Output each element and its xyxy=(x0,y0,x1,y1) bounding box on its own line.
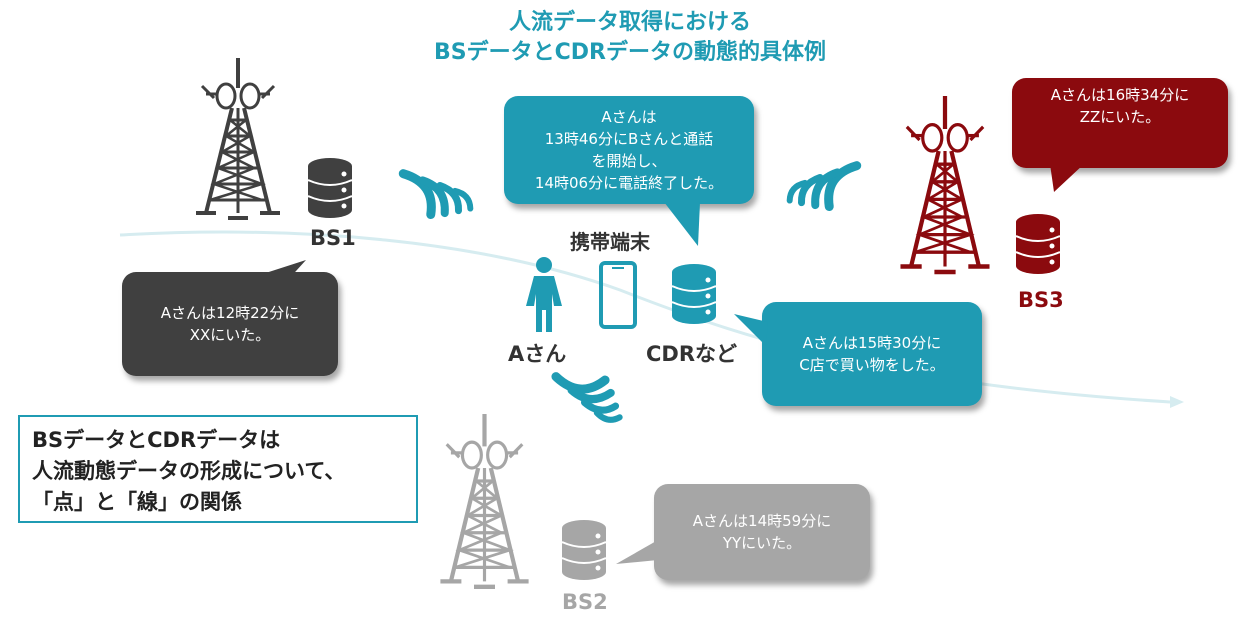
label-terminal: 携帯端末 xyxy=(570,230,650,254)
summary-line-2: 人流動態データの形成について、 xyxy=(32,459,346,483)
bubble-bs2-tail xyxy=(616,540,658,564)
database-icon-bs1 xyxy=(307,157,353,219)
bubble-call: Aさんは 13時46分にBさんと通話 を開始し、 14時06分に電話終了した。 xyxy=(504,96,754,204)
bubble-cdr: Aさんは15時30分に C店で買い物をした。 xyxy=(762,302,982,406)
label-bs2: BS2 xyxy=(562,590,608,614)
signal-wave-icon-right xyxy=(742,160,852,240)
summary-line-3: 「点」と「線」の関係 xyxy=(32,490,242,514)
signal-wave-icon-left xyxy=(408,168,508,238)
smartphone-icon xyxy=(599,261,637,329)
bubble-bs2: Aさんは14時59分に YYにいた。 xyxy=(654,484,870,580)
bubble-bs1-tail xyxy=(250,260,306,282)
tower-icon-bs3 xyxy=(892,96,992,261)
signal-wave-icon-bottom xyxy=(550,368,620,478)
tower-icon-bs1 xyxy=(194,56,282,220)
database-icon-cdr xyxy=(671,263,717,325)
database-icon-bs3 xyxy=(1015,213,1061,275)
bubble-call-line-1: Aさんは xyxy=(601,108,657,126)
database-icon-bs2 xyxy=(561,519,607,581)
bubble-cdr-tail xyxy=(734,314,768,346)
label-bs1: BS1 xyxy=(310,226,356,250)
diagram-title: 人流データ取得における BSデータとCDRデータの動態的具体例 xyxy=(370,8,890,68)
label-cdr: CDRなど xyxy=(646,342,738,366)
bubble-call-line-3: を開始し、 xyxy=(591,152,667,170)
person-icon xyxy=(526,257,562,332)
bubble-bs1-line-1: Aさんは12時22分に xyxy=(160,304,300,322)
bubble-cdr-line-2: C店で買い物をした。 xyxy=(799,356,945,374)
bubble-call-line-2: 13時46分にBさんと通話 xyxy=(544,130,714,148)
summary-line-1: BSデータとCDRデータは xyxy=(32,428,281,452)
bubble-bs3-line-2: ZZにいた。 xyxy=(1079,108,1161,126)
label-bs3: BS3 xyxy=(1018,288,1064,312)
bubble-bs2-line-1: Aさんは14時59分に xyxy=(692,512,832,530)
title-line-1: 人流データ取得における xyxy=(508,10,751,35)
bubble-cdr-line-1: Aさんは15時30分に xyxy=(802,334,942,352)
summary-box: BSデータとCDRデータは 人流動態データの形成について、 「点」と「線」の関係 xyxy=(18,415,418,523)
bubble-call-line-4: 14時06分に電話終了した。 xyxy=(534,174,724,192)
bubble-call-tail xyxy=(664,202,700,246)
title-line-2: BSデータとCDRデータの動態的具体例 xyxy=(434,40,826,65)
bubble-bs1-line-2: XXにいた。 xyxy=(189,326,271,344)
tower-icon-bs2 xyxy=(432,414,532,589)
bubble-bs3: Aさんは16時34分に ZZにいた。 xyxy=(1012,78,1228,168)
label-person: Aさん xyxy=(508,342,567,366)
bubble-bs3-line-1: Aさんは16時34分に xyxy=(1050,86,1190,104)
bubble-bs2-line-2: YYにいた。 xyxy=(722,534,802,552)
bubble-bs1: Aさんは12時22分に XXにいた。 xyxy=(122,272,338,376)
bubble-bs3-tail xyxy=(1050,164,1084,192)
